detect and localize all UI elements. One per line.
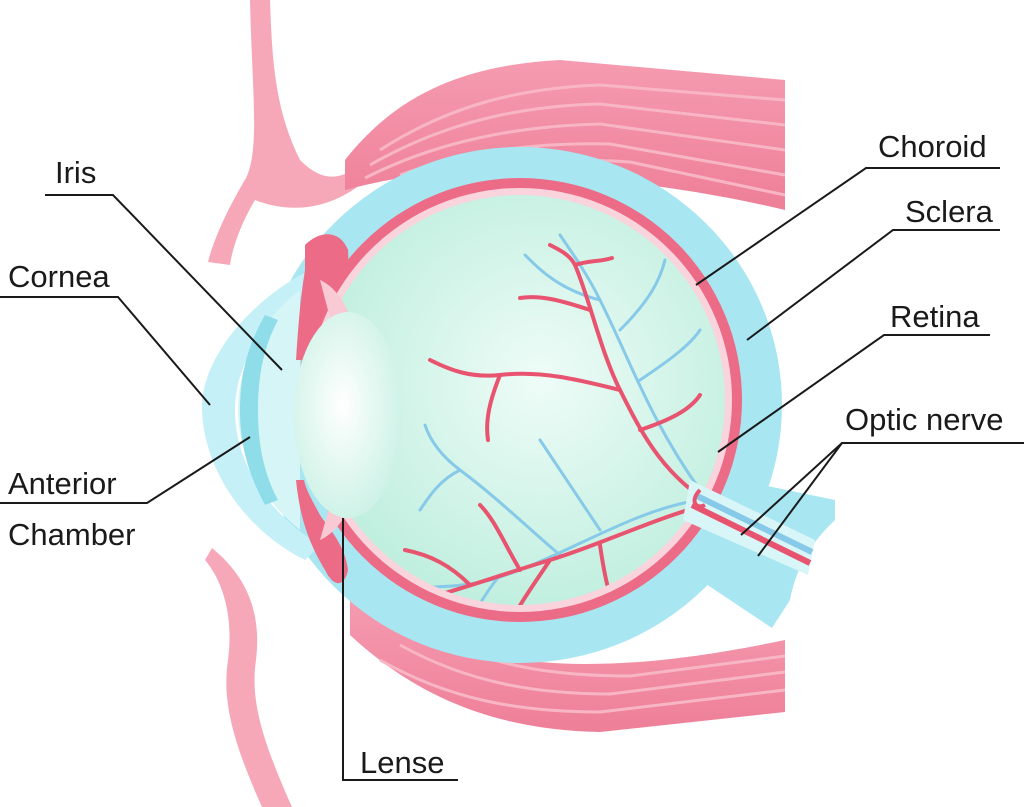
anterior-leader-line — [0, 436, 251, 504]
vitreous-body — [315, 195, 725, 605]
iris — [296, 234, 349, 360]
lower-eyelid — [205, 548, 292, 807]
label-retina: Retina — [890, 299, 980, 334]
cornea — [201, 270, 320, 560]
optic-nerve-leader-line-2 — [757, 442, 843, 557]
label-iris: Iris — [55, 155, 96, 190]
label-choroid: Choroid — [878, 129, 987, 164]
iris-leader-line — [45, 194, 283, 371]
choroid-leader-line — [695, 167, 1000, 286]
lens — [294, 312, 402, 518]
label-optic-nerve: Optic nerve — [845, 402, 1004, 437]
lense-leader-line — [342, 518, 458, 781]
label-chamber: Chamber — [8, 517, 136, 552]
upper-eyelid — [208, 0, 380, 265]
retina-leader-line — [717, 334, 990, 453]
label-lense: Lense — [360, 745, 444, 780]
label-cornea: Cornea — [8, 259, 110, 294]
iris-lower — [296, 480, 348, 584]
cornea-leader-line — [0, 296, 211, 406]
sclera-leader-line — [746, 229, 1000, 341]
label-sclera: Sclera — [905, 194, 994, 229]
label-anterior: Anterior — [8, 466, 117, 501]
